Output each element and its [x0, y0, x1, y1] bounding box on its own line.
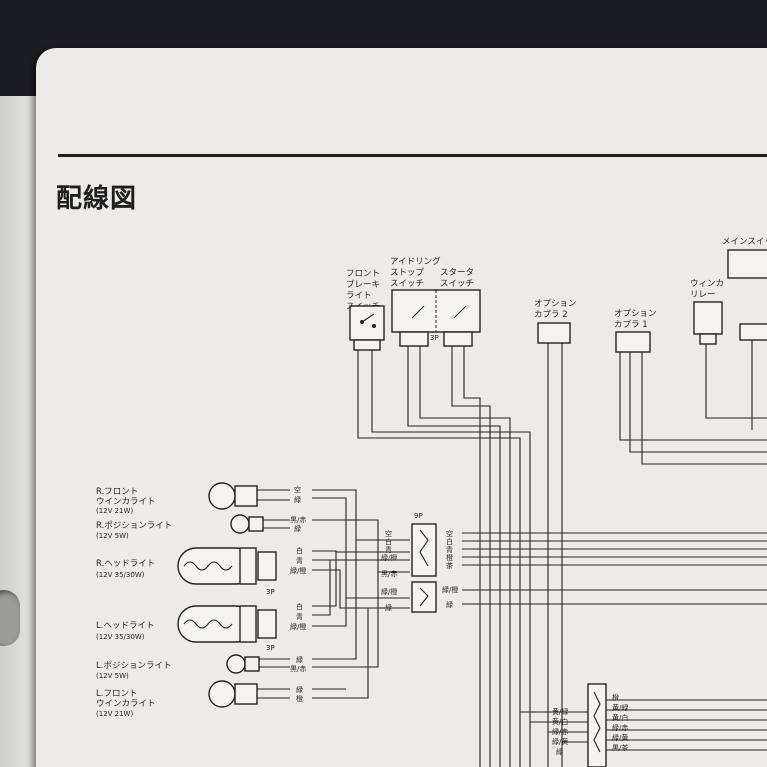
mid-left-label-6: 緑 — [385, 603, 392, 612]
lamp1-line0: R.ポジションライト — [96, 521, 172, 531]
mid-right-label-1: 白 — [446, 537, 453, 546]
front-brake-label-2: ブレーキ — [346, 279, 380, 290]
mid-right-label-2: 青 — [446, 545, 453, 554]
bottom-right-label-0: 橙 — [612, 693, 619, 702]
option1-label-1: オプション — [614, 309, 657, 319]
lamp-r-front-winker: R.フロント ウインカライト (12V 21W) 空 緑 — [96, 482, 301, 515]
mid-connector-code: 9P — [414, 512, 423, 520]
mid-right-label-5: 緑/橙 — [442, 585, 458, 594]
bottom-left-label-0: 黄/緑 — [552, 707, 568, 716]
lamp2-line1: (12V 35/30W) — [96, 571, 145, 579]
winker-relay-label-1: ウィンカ — [690, 279, 724, 289]
bottom-left-label-4: 緑 — [556, 747, 563, 756]
bottom-right-label-3: 緑/赤 — [612, 723, 628, 732]
front-brake-label-1: フロント — [346, 269, 380, 279]
wire-bundle — [312, 340, 767, 767]
mid-left-label-0: 空 — [385, 529, 392, 538]
bottom-right-label-2: 黄/白 — [612, 713, 628, 722]
mid-left-label-2: 青 — [385, 545, 392, 554]
lamp3-wire0: 白 — [296, 602, 303, 611]
binder-hole — [0, 590, 20, 646]
lamp2-wire2: 緑/橙 — [290, 566, 306, 575]
bottom-connector-block: 黄/緑 黄/白 緑/赤 緑/黄 緑 橙 黄/緑 黄/白 緑/赤 緑/黄 黒/茶 — [552, 683, 628, 767]
bottom-left-label-3: 緑/黄 — [552, 737, 568, 746]
lamp3-wire2: 緑/橙 — [290, 622, 306, 631]
lamp1-wire1: 緑 — [294, 524, 301, 533]
lamp3-line0: L.ヘッドライト — [96, 621, 154, 631]
lamp-r-headlight: R.ヘッドライト (12V 35/30W) 3P 白 青 緑/橙 — [96, 546, 306, 596]
mid-left-label-4: 黒/赤 — [381, 570, 397, 578]
lamp2-wire0: 白 — [296, 546, 303, 555]
lamp1-wire0: 黒/赤 — [290, 516, 306, 524]
idle-stop-label-2: ストップ — [390, 268, 425, 278]
lamp1-line1: (12V 5W) — [96, 532, 129, 540]
lamp0-line0: R.フロント — [96, 487, 138, 497]
mid-left-label-1: 白 — [385, 537, 392, 546]
starter-label-1: スタータ — [440, 268, 474, 278]
mid-right-label-4: 茶 — [446, 561, 453, 570]
starter-label-2: スイッチ — [440, 279, 474, 289]
mid-right-label-6: 緑 — [446, 600, 453, 609]
lamp5-line1: ウインカライト — [96, 699, 156, 709]
winker-relay-label-2: リレー — [690, 290, 716, 300]
lamp2-code: 3P — [266, 588, 275, 596]
main-switch-label: メインスイッチ — [722, 237, 767, 247]
lamp5-line0: L.フロント — [96, 689, 137, 699]
middle-connector-block: 9P 空 白 青 緑/橙 黒/赤 緑/橙 緑 空 白 青 橙 茶 緑/橙 緑 — [381, 512, 458, 613]
manual-page — [36, 48, 767, 767]
lamp4-wire0: 緑 — [296, 655, 303, 664]
lamp4-line1: (12V 5W) — [96, 672, 129, 680]
lamp3-code: 3P — [266, 644, 275, 652]
lamp4-line0: L.ポジションライト — [96, 661, 171, 671]
idle-stop-switch: アイドリング ストップ スイッチ スタータ スイッチ 3P — [390, 256, 481, 347]
idle-stop-label-1: アイドリング — [390, 256, 441, 267]
mid-left-label-5: 緑/橙 — [381, 587, 397, 596]
lamp3-line1: (12V 35/30W) — [96, 633, 145, 641]
lamp5-wire1: 橙 — [296, 694, 303, 703]
lamp-r-position: R.ポジションライト (12V 5W) 黒/赤 緑 — [96, 514, 306, 540]
lamp5-line2: (12V 21W) — [96, 710, 133, 718]
binder-edge — [0, 96, 36, 767]
lamp-l-headlight: L.ヘッドライト (12V 35/30W) 3P 白 青 緑/橙 — [96, 602, 306, 652]
option-couplers: オプション カプラ 2 オプション カプラ 1 ウィンカ リレー メインスイッチ — [534, 237, 767, 353]
bottom-left-label-1: 黄/白 — [552, 717, 568, 726]
header-rule — [58, 154, 767, 157]
bottom-left-label-2: 緑/赤 — [552, 727, 568, 736]
option1-label-2: カプラ 1 — [614, 320, 648, 330]
lamp5-wire0: 緑 — [296, 685, 303, 694]
lamp0-wire1: 緑 — [294, 495, 301, 504]
lamp0-line1: ウインカライト — [96, 497, 156, 507]
lamp3-wire1: 青 — [296, 612, 303, 621]
option2-label-1: オプション — [534, 299, 577, 309]
mid-right-label-3: 橙 — [446, 553, 453, 562]
lamp0-line2: (12V 21W) — [96, 507, 133, 515]
front-brake-label-3: ライト — [346, 291, 372, 301]
mid-right-label-0: 空 — [446, 529, 453, 538]
mid-left-label-3: 緑/橙 — [381, 553, 397, 562]
option2-label-2: カプラ 2 — [534, 310, 568, 320]
page-title: 配線図 — [56, 184, 138, 214]
front-brake-switch: フロント ブレーキ ライト スイッチ — [346, 269, 385, 351]
lamp-l-front-winker: L.フロント ウインカライト (12V 21W) 緑 橙 — [96, 680, 303, 718]
lamp-l-position: L.ポジションライト (12V 5W) 緑 黒/赤 — [96, 654, 306, 680]
lamp2-line0: R.ヘッドライト — [96, 559, 155, 569]
lamp4-wire1: 黒/赤 — [290, 665, 306, 673]
idle-stop-label-3: スイッチ — [390, 279, 424, 289]
lamp0-wire0: 空 — [294, 485, 301, 494]
bottom-right-label-1: 黄/緑 — [612, 703, 628, 712]
lamp2-wire1: 青 — [296, 556, 303, 565]
bottom-right-label-5: 黒/茶 — [612, 743, 628, 752]
idle-stop-code: 3P — [430, 334, 439, 342]
bottom-right-label-4: 緑/黄 — [612, 733, 628, 742]
